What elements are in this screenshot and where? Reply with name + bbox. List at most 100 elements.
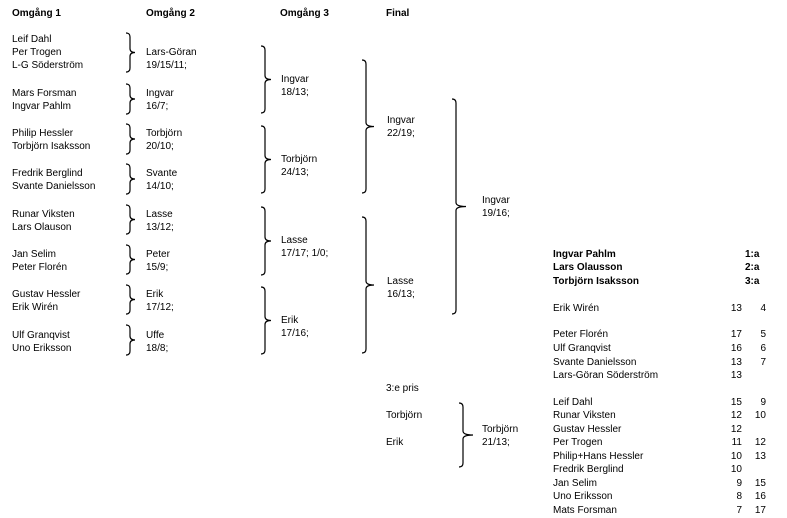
r1-player: Svante Danielsson — [12, 181, 96, 192]
standing-rank: 9 — [760, 397, 766, 408]
standing-name: Gustav Hessler — [553, 424, 622, 435]
standing-rank: 6 — [760, 343, 766, 354]
r3-winner: Torbjörn — [281, 154, 318, 165]
r2-score: 13/12; — [146, 222, 174, 233]
r2-winner: Lars-Göran — [146, 47, 197, 58]
standing-rank: 4 — [760, 303, 766, 314]
r1-player: Peter Florén — [12, 262, 68, 273]
r1-player: L-G Söderström — [12, 60, 84, 71]
podium-name: Ingvar Pahlm — [553, 249, 616, 260]
r3-winner: Erik — [281, 315, 299, 326]
bracket-brace — [125, 83, 136, 115]
r1-player: Per Trogen — [12, 47, 62, 58]
standing-rank: 15 — [754, 478, 766, 489]
podium-place: 2:a — [745, 262, 760, 273]
r1-player: Lars Olauson — [12, 222, 72, 233]
r2-winner: Peter — [146, 249, 170, 260]
semi-winner: Ingvar — [387, 115, 415, 126]
r3-winner: Ingvar — [281, 74, 309, 85]
standing-rank: 17 — [754, 505, 766, 516]
standing-score: 8 — [736, 491, 742, 502]
bracket-brace — [125, 32, 136, 73]
r1-player: Erik Wirén — [12, 302, 59, 313]
header-round-2: Omgång 2 — [146, 8, 195, 19]
bracket-brace — [361, 216, 375, 354]
header-round-3: Omgång 3 — [280, 8, 329, 19]
standing-score: 13 — [730, 303, 742, 314]
bracket-brace — [451, 98, 467, 315]
third-player: Erik — [386, 437, 404, 448]
bracket-brace — [125, 324, 136, 356]
r3-winner: Lasse — [281, 235, 308, 246]
header-round-1: Omgång 1 — [12, 8, 61, 19]
standing-score: 13 — [730, 357, 742, 368]
r1-player: Runar Viksten — [12, 209, 75, 220]
standing-score: 10 — [730, 451, 742, 462]
standing-score: 17 — [730, 329, 742, 340]
standing-score: 11 — [731, 437, 742, 448]
final-winner: Ingvar — [482, 195, 510, 206]
r2-score: 19/15/11; — [146, 60, 187, 71]
bracket-brace — [260, 206, 272, 276]
standing-rank: 13 — [754, 451, 766, 462]
standing-name: Runar Viksten — [553, 410, 616, 421]
standing-score: 7 — [736, 505, 742, 516]
standing-name: Uno Eriksson — [553, 491, 613, 502]
podium-name: Lars Olausson — [553, 262, 623, 273]
r1-player: Fredrik Berglind — [12, 168, 83, 179]
r2-winner: Ingvar — [146, 88, 174, 99]
r2-winner: Lasse — [146, 209, 173, 220]
podium-place: 1:a — [745, 249, 760, 260]
standing-rank: 5 — [760, 329, 766, 340]
r2-winner: Erik — [146, 289, 164, 300]
standing-name: Philip+Hans Hessler — [553, 451, 644, 462]
standing-rank: 10 — [754, 410, 766, 421]
r1-player: Philip Hessler — [12, 128, 74, 139]
bracket-brace — [260, 45, 272, 114]
standing-name: Fredrik Berglind — [553, 464, 624, 475]
standing-score: 15 — [730, 397, 742, 408]
r1-player: Leif Dahl — [12, 34, 52, 45]
standing-rank: 7 — [760, 357, 766, 368]
standing-name: Erik Wirén — [553, 303, 600, 314]
r2-score: 14/10; — [146, 181, 174, 192]
bracket-brace — [260, 125, 272, 194]
third-score: 21/13; — [482, 437, 510, 448]
standing-name: Svante Danielsson — [553, 357, 637, 368]
r1-player: Ulf Granqvist — [12, 330, 70, 341]
podium-name: Torbjörn Isaksson — [553, 276, 639, 287]
r1-player: Jan Selim — [12, 249, 56, 260]
standing-name: Jan Selim — [553, 478, 597, 489]
third-prize-label: 3:e pris — [386, 383, 419, 394]
third-winner: Torbjörn — [482, 424, 519, 435]
header-final: Final — [386, 8, 410, 19]
bracket-brace — [125, 123, 136, 155]
r3-score: 17/17; 1/0; — [281, 248, 329, 259]
standing-name: Lars-Göran Söderström — [553, 370, 659, 381]
standing-name: Leif Dahl — [553, 397, 593, 408]
bracket-brace — [125, 284, 136, 315]
standing-score: 16 — [730, 343, 742, 354]
r3-score: 17/16; — [281, 328, 309, 339]
standing-name: Per Trogen — [553, 437, 603, 448]
standing-score: 12 — [730, 410, 742, 421]
r2-score: 18/8; — [146, 343, 169, 354]
r2-score: 16/7; — [146, 101, 169, 112]
standing-name: Peter Florén — [553, 329, 609, 340]
r3-score: 18/13; — [281, 87, 309, 98]
r2-score: 20/10; — [146, 141, 174, 152]
bracket-brace — [125, 244, 136, 275]
bracket-brace — [361, 59, 375, 194]
third-player: Torbjörn — [386, 410, 423, 421]
standing-score: 9 — [736, 478, 742, 489]
standing-name: Ulf Granqvist — [553, 343, 611, 354]
semi-score: 22/19; — [387, 128, 415, 139]
r3-score: 24/13; — [281, 167, 309, 178]
r1-player: Torbjörn Isaksson — [12, 141, 91, 152]
r2-score: 17/12; — [146, 302, 174, 313]
r2-winner: Uffe — [146, 330, 165, 341]
bracket-brace — [125, 163, 136, 195]
r1-player: Gustav Hessler — [12, 289, 81, 300]
standing-score: 13 — [730, 370, 742, 381]
